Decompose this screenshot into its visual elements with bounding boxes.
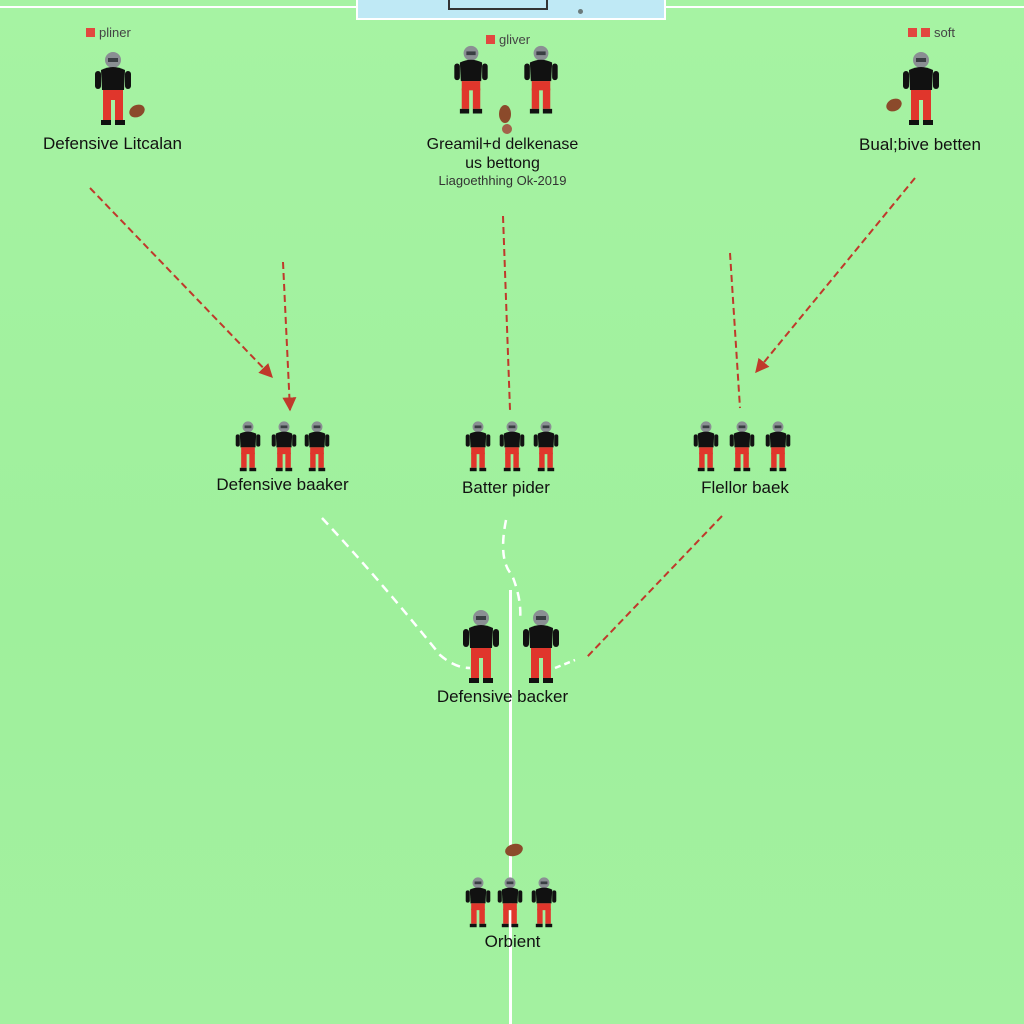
player-bottom-3 bbox=[531, 877, 557, 928]
route-arrow-lower-right bbox=[586, 515, 723, 658]
route-white-left bbox=[321, 517, 471, 670]
tag-center: gliver bbox=[486, 31, 531, 47]
player-top-center-2 bbox=[524, 45, 558, 114]
flag-icon bbox=[486, 34, 495, 44]
label-bottom-center: Orbient bbox=[484, 932, 541, 951]
player-mid-center-1 bbox=[465, 421, 491, 472]
flag-icon bbox=[86, 27, 95, 37]
route-arrow-right-vertical bbox=[729, 252, 741, 409]
player-lower-center-1 bbox=[463, 610, 499, 683]
football-icon bbox=[505, 843, 523, 857]
player-top-right bbox=[903, 52, 939, 125]
tag-left-label: pliner bbox=[99, 24, 131, 40]
label-top-center-2: us bettong bbox=[465, 155, 540, 172]
tag-left: pliner bbox=[86, 24, 131, 40]
label-mid-left: Defensive baaker bbox=[216, 475, 349, 494]
route-arrow-left-diagonal bbox=[89, 187, 273, 379]
label-mid-center: Batter pider bbox=[462, 478, 550, 497]
player-top-center-1 bbox=[454, 45, 488, 114]
label-top-center-3: Liagoethhing Ok-2019 bbox=[438, 173, 567, 188]
player-top-left bbox=[95, 52, 131, 125]
center-line bbox=[509, 590, 512, 1024]
player-mid-right-3 bbox=[765, 421, 791, 472]
route-arrow-right-diagonal bbox=[755, 177, 916, 374]
goal-marker bbox=[578, 9, 583, 14]
tag-right: soft bbox=[908, 24, 955, 40]
player-mid-center-3 bbox=[533, 421, 559, 472]
football-icon bbox=[129, 104, 145, 118]
flag-icon bbox=[921, 27, 930, 37]
label-mid-right: Flellor baek bbox=[701, 478, 789, 497]
player-bottom-2 bbox=[497, 877, 523, 928]
football-icon bbox=[886, 98, 902, 112]
tag-center-label: gliver bbox=[499, 31, 531, 47]
tag-right-label: soft bbox=[934, 24, 955, 40]
football-icon bbox=[502, 124, 512, 134]
goal-mouth bbox=[448, 0, 548, 10]
route-arrow-center bbox=[502, 215, 511, 411]
football-icon bbox=[499, 105, 511, 123]
route-white-center bbox=[501, 519, 522, 621]
player-mid-right-1 bbox=[693, 421, 719, 472]
player-mid-center-2 bbox=[499, 421, 525, 472]
player-lower-center-2 bbox=[523, 610, 559, 683]
label-top-center-1: Greamil+d delkenase bbox=[426, 136, 579, 153]
player-bottom-1 bbox=[465, 877, 491, 928]
player-mid-left-3 bbox=[304, 421, 330, 472]
route-arrow-left-vertical bbox=[282, 261, 297, 412]
label-lower-center: Defensive backer bbox=[436, 687, 569, 706]
goal-area bbox=[356, 0, 666, 20]
player-mid-left-1 bbox=[235, 421, 261, 472]
route-white-right bbox=[554, 658, 576, 670]
label-top-right: Bual;bive betten bbox=[859, 135, 981, 154]
player-mid-right-2 bbox=[729, 421, 755, 472]
label-top-left: Defensive Litcalan bbox=[43, 134, 182, 153]
player-mid-left-2 bbox=[271, 421, 297, 472]
flag-icon bbox=[908, 27, 917, 37]
